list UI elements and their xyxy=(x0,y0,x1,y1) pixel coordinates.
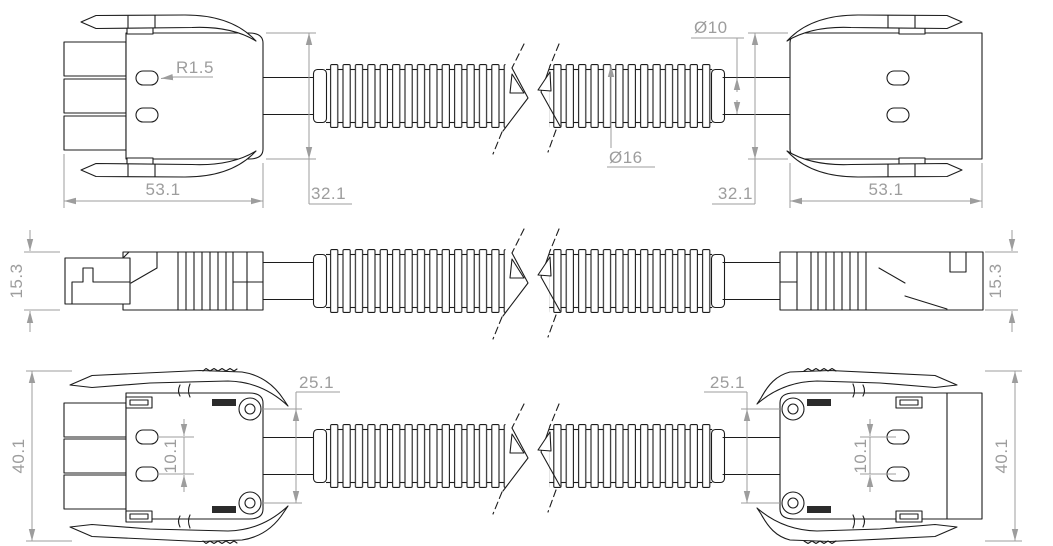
pin-shroud xyxy=(64,257,131,305)
contact-pin xyxy=(63,402,127,438)
mounting-slot xyxy=(135,466,159,482)
dim-text-d16: Ø16 xyxy=(609,148,643,167)
dimension-overall-height-left: 40.1 xyxy=(9,370,72,542)
corrugated-conduit xyxy=(312,424,726,488)
latch-lever xyxy=(80,150,257,178)
mounting-slot xyxy=(135,70,159,86)
mounting-slot xyxy=(886,70,910,86)
top-view: 53.1 32.1 R1.5 Ø10 Ø16 xyxy=(63,14,983,208)
dim-text-53-1: 53.1 xyxy=(145,180,180,199)
connector-body xyxy=(779,392,983,520)
dimension-connector-length-right: 53.1 xyxy=(789,163,983,208)
latch-lever xyxy=(786,14,963,42)
connector-body xyxy=(125,392,264,520)
connector-body xyxy=(779,251,984,311)
dim-text-10-1: 10.1 xyxy=(161,438,180,473)
dim-text-40-1: 40.1 xyxy=(992,438,1011,473)
mounting-slot xyxy=(135,107,159,123)
mounting-slot xyxy=(135,429,159,445)
dimension-thickness-right: 15.3 xyxy=(985,230,1018,332)
contact-pin xyxy=(63,438,127,474)
dimension-slot-spacing-right: 10.1 xyxy=(851,419,896,492)
dimension-slot-spacing-left: 10.1 xyxy=(158,419,194,492)
dimension-conduit-diameter: Ø16 xyxy=(607,65,655,168)
corrugated-conduit xyxy=(312,249,726,313)
dim-text-15-3: 15.3 xyxy=(986,263,1005,298)
dim-text-40-1: 40.1 xyxy=(9,438,28,473)
dim-text-32-1: 32.1 xyxy=(311,184,346,203)
dim-text-25-1: 25.1 xyxy=(710,373,745,392)
latch-grip-pad xyxy=(807,506,831,513)
side-view: 15.3 15.3 xyxy=(7,228,1018,340)
male-connector-bottom xyxy=(63,367,289,545)
connector-body xyxy=(125,32,264,160)
dim-text-32-1: 32.1 xyxy=(718,184,753,203)
dim-text-10-1: 10.1 xyxy=(851,438,870,473)
latch-lever xyxy=(80,14,257,42)
female-connector-bottom xyxy=(756,367,983,545)
female-connector-top xyxy=(786,14,983,178)
dimension-slot-radius: R1.5 xyxy=(160,58,214,81)
mounting-slot xyxy=(886,107,910,123)
latch-lever xyxy=(69,505,289,543)
dim-text-25-1: 25.1 xyxy=(299,373,334,392)
contact-pin xyxy=(63,115,127,151)
dim-text-15-3: 15.3 xyxy=(7,263,26,298)
dimension-screw-spacing-right: 25.1 xyxy=(704,373,780,504)
latch-hook xyxy=(949,251,967,273)
dim-text-r1-5: R1.5 xyxy=(176,58,214,77)
contact-pin xyxy=(63,474,127,510)
connector-body xyxy=(789,32,983,160)
latch-lever xyxy=(756,369,958,405)
connector-body xyxy=(122,251,264,311)
bottom-view: 40.1 10.1 25.1 25.1 xyxy=(9,367,1022,545)
latch-grip-pad xyxy=(212,506,236,513)
dim-text-53-1: 53.1 xyxy=(868,180,903,199)
dimension-body-height-right: 32.1 xyxy=(712,32,788,205)
male-connector-side xyxy=(64,251,264,311)
dimension-overall-height-right: 40.1 xyxy=(985,370,1022,542)
male-connector-top xyxy=(63,14,264,178)
latch-lever xyxy=(786,150,963,178)
corrugated-conduit xyxy=(312,64,726,128)
dim-text-d10: Ø10 xyxy=(694,18,728,37)
dimension-screw-spacing-left: 25.1 xyxy=(263,373,340,504)
latch-grip-pad xyxy=(212,399,236,406)
contact-pin xyxy=(63,41,127,77)
contact-pin xyxy=(63,78,127,114)
dimension-connector-length-left: 53.1 xyxy=(63,154,264,208)
latch-lever xyxy=(756,507,958,543)
latch-grip-pad xyxy=(807,399,831,406)
female-connector-side xyxy=(779,251,984,311)
dimension-cable-diameter: Ø10 xyxy=(691,18,744,114)
dimension-body-height-left: 32.1 xyxy=(266,32,352,205)
dimension-thickness-left: 15.3 xyxy=(7,230,60,332)
latch-lever xyxy=(69,369,289,407)
